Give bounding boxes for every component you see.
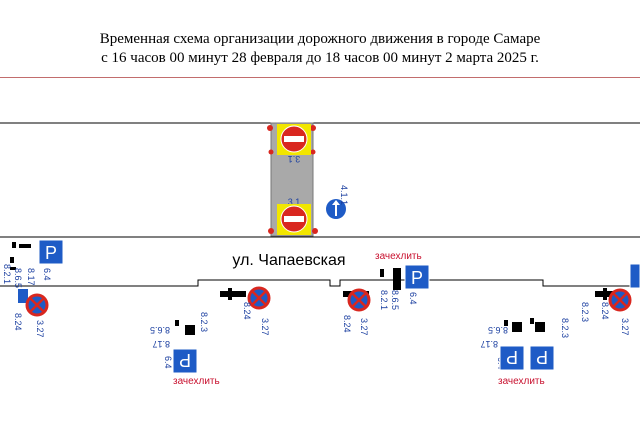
plate-icons-left [10, 242, 31, 303]
cover-label-center: зачехлить [375, 251, 422, 262]
no-entry-code-top: 3.1 [288, 154, 301, 164]
no-stopping-sign-2 [247, 286, 271, 310]
parking-code-left: 6.4 [42, 268, 52, 281]
no-stopping-code-center: 3.27 [359, 318, 369, 336]
zone-code-2: 8.24 [242, 302, 252, 320]
zone-code-right: 8.24 [600, 302, 610, 320]
plate-8-17-2: 8.17 [152, 339, 170, 349]
svg-text:P: P [506, 347, 518, 367]
no-stopping-code-left: 3.27 [35, 320, 45, 338]
cover-label-right-center: зачехлить [498, 376, 545, 387]
plate-8-6-5-right-center: 8.6.5 [488, 325, 508, 335]
plate-8-6-5-left: 8.6.5 [13, 268, 23, 288]
parking-sign-right-top [629, 263, 640, 289]
parking-code-2: 6.4 [163, 356, 173, 369]
plate-8-2-1-center: 8.2.1 [379, 290, 389, 310]
no-entry-code-bottom: 3.1 [288, 197, 301, 207]
no-stopping-code-2: 3.27 [260, 318, 270, 336]
title-divider [0, 77, 640, 78]
zone-code-left: 8.24 [13, 313, 23, 331]
cover-label-2: зачехлить [173, 376, 220, 387]
plate-8-2-3-right: 8.2.3 [580, 302, 590, 322]
plate-icons-right-center [504, 318, 545, 332]
no-entry-sign-bottom [277, 204, 311, 235]
diagram-title-line-2: с 16 часов 00 минут 28 февраля до 18 час… [101, 50, 539, 66]
parking-code-center: 6.4 [408, 292, 418, 305]
plate-8-2-3-2: 8.2.3 [199, 312, 209, 332]
parking-sign-right-center-b: P [529, 345, 555, 371]
svg-text:P: P [179, 350, 191, 370]
plate-8-2-3-right-center: 8.2.3 [560, 318, 570, 338]
plate-8-6-5-2: 8.6.5 [150, 325, 170, 335]
plate-icons-right [595, 288, 621, 300]
parking-sign-center: P [404, 264, 430, 290]
ahead-only-sign [326, 199, 346, 219]
no-stopping-sign-center [347, 288, 371, 312]
no-stopping-sign-left [25, 293, 49, 317]
plate-8-17-left: 8.17 [26, 268, 36, 286]
parking-sign-left: P [38, 239, 64, 265]
road-edges [0, 122, 640, 287]
no-entry-sign-top [277, 124, 311, 155]
street-name: ул. Чапаевская [232, 252, 345, 269]
svg-text:P: P [411, 268, 423, 288]
plate-icons-2 [175, 288, 246, 335]
plate-8-2-1-left: 8.2.1 [2, 264, 12, 284]
plate-8-6-5-center: 8.6.5 [390, 290, 400, 310]
ahead-only-code: 4.1.1 [339, 185, 349, 205]
svg-text:P: P [536, 347, 548, 367]
diagram-title-line-1: Временная схема организации дорожного дв… [99, 31, 541, 47]
no-stopping-code-right: 3.27 [620, 318, 630, 336]
parking-sign-2: P [172, 348, 198, 374]
no-stopping-sign-right [608, 288, 632, 312]
svg-text:P: P [45, 243, 57, 263]
zone-code-center: 8.24 [342, 315, 352, 333]
parking-sign-right-center-a: P [499, 345, 525, 371]
plate-8-17-right-center: 8.17 [480, 339, 498, 349]
